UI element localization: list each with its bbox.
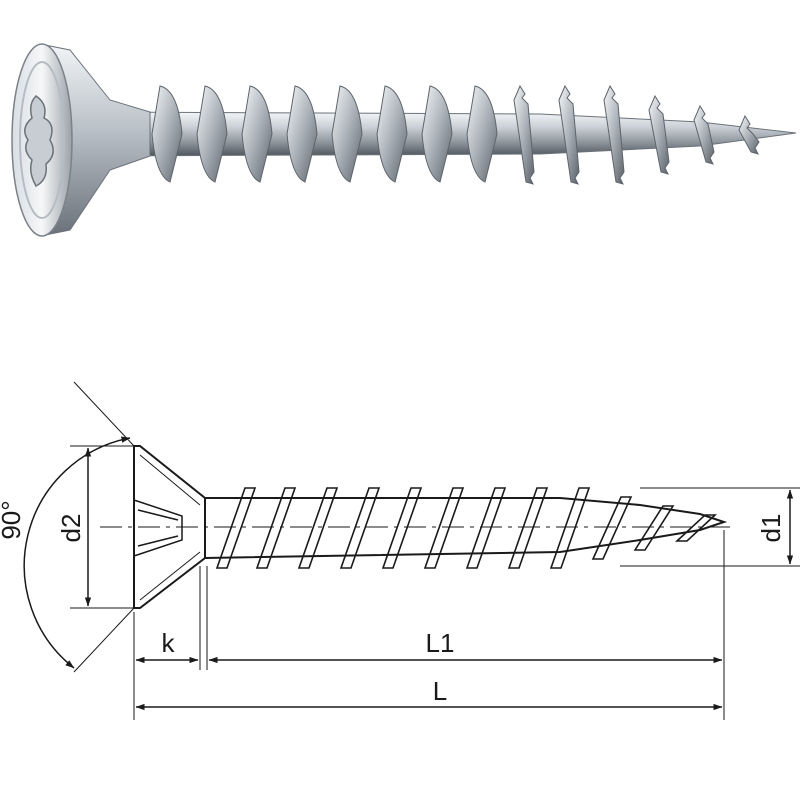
- thread-turn: [693, 104, 715, 165]
- angle-arc: [23, 436, 131, 669]
- thread-crest: [507, 487, 549, 569]
- thread-crest: [674, 514, 718, 542]
- thread-turn: [648, 94, 670, 175]
- thread-crest: [465, 487, 507, 569]
- L1-label: L1: [426, 628, 455, 658]
- L-label: L: [433, 676, 447, 706]
- thread-turn: [421, 85, 453, 183]
- thread-turn: [196, 85, 228, 183]
- thread-turn: [241, 85, 273, 183]
- thread-crest: [215, 487, 257, 569]
- thread-crest: [297, 487, 339, 569]
- recess-outline: [133, 499, 183, 557]
- thread-crest: [381, 487, 423, 569]
- screw-photo: [11, 43, 797, 237]
- thread-turn: [376, 85, 408, 183]
- angle-extension-bottom: [73, 607, 135, 673]
- thread-profile: [215, 487, 718, 569]
- thread-crest: [633, 505, 675, 551]
- d1-label: d1: [756, 514, 786, 543]
- d2-label: d2: [56, 514, 86, 543]
- thread-turn: [603, 84, 625, 185]
- dimension-labels: 90° d2 d1 k L1 L: [0, 500, 786, 706]
- thread-turn: [466, 85, 498, 183]
- thread-crest: [591, 496, 633, 560]
- thread-turns: [151, 84, 760, 185]
- thread-turn: [558, 84, 580, 185]
- thread-turn: [151, 85, 183, 183]
- thread-turn: [331, 85, 363, 183]
- technical-drawing: [23, 381, 800, 720]
- thread-crest: [339, 487, 381, 569]
- cone-lines: [139, 454, 201, 601]
- torx-recess-icon: [24, 95, 54, 187]
- head-outline: [133, 445, 206, 609]
- thread-turn: [286, 85, 318, 183]
- shank-outline: [204, 497, 728, 559]
- thread-turn: [513, 84, 535, 185]
- thread-crest: [549, 487, 591, 569]
- k-label: k: [162, 628, 176, 658]
- angle-label: 90°: [0, 500, 26, 539]
- thread-turn: [738, 114, 760, 155]
- angle-extension-top: [73, 381, 135, 447]
- thread-crest: [255, 487, 297, 569]
- head-rim: [19, 61, 65, 219]
- thread-crest: [423, 487, 465, 569]
